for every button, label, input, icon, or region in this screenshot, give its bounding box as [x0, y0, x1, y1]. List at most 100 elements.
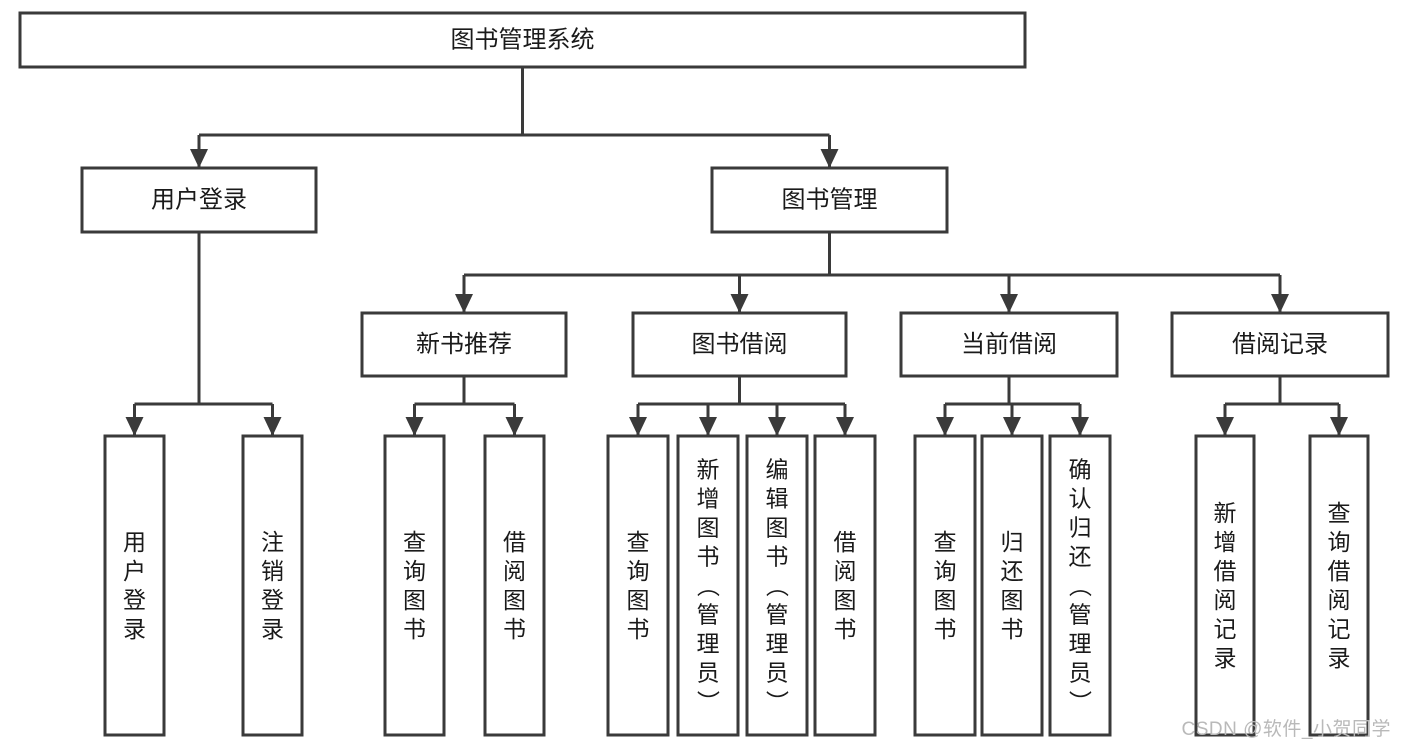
- node-label-char: 认: [1069, 486, 1092, 512]
- arrow-head-icon: [1000, 294, 1018, 313]
- node-label-char: 书: [1001, 616, 1024, 642]
- arrow-head-icon: [190, 149, 208, 168]
- arrow-head-icon: [1003, 417, 1021, 436]
- node-level3-3[interactable]: 借阅记录: [1170, 311, 1390, 378]
- node-label-char: （: [764, 574, 790, 597]
- node-label-char: 图: [627, 587, 650, 613]
- node-root-system[interactable]: 图书管理系统: [18, 11, 1027, 69]
- node-label-char: 用: [123, 529, 146, 555]
- node-label-char: 图: [403, 587, 426, 613]
- node-label-char: 注: [261, 529, 284, 555]
- arrow-head-icon: [1330, 417, 1348, 436]
- node-layer: 图书管理系统用户登录图书管理新书推荐图书借阅当前借阅借阅记录用户登录注销登录查询…: [18, 11, 1390, 737]
- arrow-head-icon: [836, 417, 854, 436]
- node-label-char: 询: [403, 558, 426, 584]
- node-label-char: 图: [834, 587, 857, 613]
- arrow-head-icon: [730, 294, 749, 313]
- node-label-char: （: [1067, 574, 1093, 597]
- node-label-char: 编: [766, 457, 789, 483]
- node-label-char: 阅: [1214, 587, 1237, 613]
- node-level3-2[interactable]: 当前借阅: [899, 311, 1119, 378]
- node-label-char: 新: [697, 457, 720, 483]
- node-label-char: 录: [261, 616, 284, 642]
- node-level3-0[interactable]: 新书推荐: [360, 311, 568, 378]
- node-label-char: ）: [764, 690, 790, 713]
- connector-layer: [125, 67, 1348, 436]
- node-label-char: 理: [1069, 631, 1092, 657]
- node-label-char: 录: [1214, 645, 1237, 671]
- node-label-char: 图: [503, 587, 526, 613]
- arrow-head-icon: [505, 417, 524, 436]
- node-label-char: ）: [1067, 690, 1093, 713]
- node-level2-1[interactable]: 图书管理: [710, 166, 949, 234]
- node-label-char: （: [695, 574, 721, 597]
- node-label-char: 阅: [1328, 587, 1351, 613]
- arrow-head-icon: [936, 417, 954, 436]
- node-label-char: 询: [627, 558, 650, 584]
- node-label-char: 员: [1069, 660, 1092, 686]
- node-label-char: 理: [697, 631, 720, 657]
- arrow-head-icon: [455, 294, 473, 313]
- node-label-char: 新: [1214, 500, 1237, 526]
- node-label-char: 录: [1328, 645, 1351, 671]
- node-label-char: 图: [766, 515, 789, 541]
- node-label-char: 书: [934, 616, 957, 642]
- arrow-head-icon: [699, 417, 717, 436]
- node-label-char: 查: [403, 529, 426, 555]
- node-label: 图书管理: [782, 186, 878, 213]
- arrow-head-icon: [125, 417, 144, 436]
- node-label-char: 书: [697, 544, 720, 570]
- node-label: 图书管理系统: [451, 26, 595, 53]
- node-label: 新书推荐: [416, 331, 512, 358]
- node-label-char: 确: [1069, 457, 1092, 483]
- node-label: 借阅记录: [1232, 331, 1328, 358]
- node-label: 当前借阅: [961, 331, 1057, 358]
- node-label-char: 书: [766, 544, 789, 570]
- node-label-char: 还: [1069, 544, 1092, 570]
- arrow-head-icon: [629, 417, 647, 436]
- node-label-char: 图: [697, 515, 720, 541]
- node-label-char: 归: [1001, 529, 1024, 555]
- arrow-head-icon: [1216, 417, 1234, 436]
- node-label-char: 询: [934, 558, 957, 584]
- node-label-char: 登: [123, 587, 146, 613]
- node-label-char: 管: [1069, 602, 1092, 628]
- node-level2-0[interactable]: 用户登录: [80, 166, 318, 234]
- node-label-char: 书: [403, 616, 426, 642]
- node-label-char: 阅: [503, 558, 526, 584]
- node-label-char: 记: [1328, 616, 1351, 642]
- node-label-char: 增: [697, 486, 720, 512]
- node-label-char: 书: [834, 616, 857, 642]
- node-label-char: 图: [934, 587, 957, 613]
- node-label-char: 增: [1214, 529, 1237, 555]
- node-label-char: 辑: [766, 486, 789, 512]
- node-label-char: 阅: [834, 558, 857, 584]
- arrow-head-icon: [1071, 417, 1089, 436]
- node-label-char: 图: [1001, 587, 1024, 613]
- node-label-char: 员: [697, 660, 720, 686]
- node-label-char: 借: [834, 529, 857, 555]
- arrow-head-icon: [1271, 294, 1289, 313]
- node-label-char: 员: [766, 660, 789, 686]
- node-level3-1[interactable]: 图书借阅: [631, 311, 848, 378]
- node-label-char: 销: [261, 558, 284, 584]
- node-label-char: 录: [123, 616, 146, 642]
- arrow-head-icon: [263, 417, 282, 436]
- node-label-char: 还: [1001, 558, 1024, 584]
- node-leaf-0[interactable]: 用户登录: [103, 434, 166, 737]
- node-label-char: 归: [1069, 515, 1092, 541]
- node-label-char: 理: [766, 631, 789, 657]
